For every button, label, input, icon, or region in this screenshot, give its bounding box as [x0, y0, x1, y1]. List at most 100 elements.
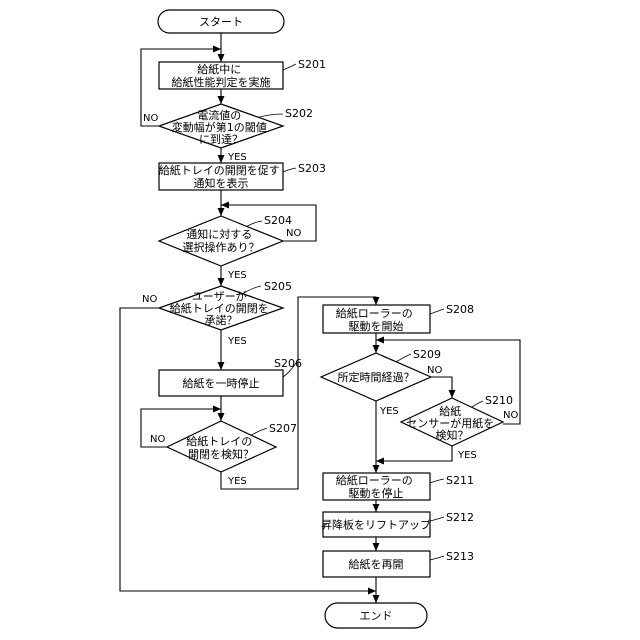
node-text-s210: 給紙 センサーが用紙を 検知？ [406, 404, 498, 442]
arrowhead [218, 208, 225, 216]
node-line: に到達？ [199, 133, 243, 146]
step-s205: ユーザーが 給紙トレイの開閉を 承諾？ S205 NO YES [142, 280, 292, 347]
arrowhead [376, 458, 384, 465]
node-text-s202: 電流値の 変動幅が第1の閾値 に到達？ [172, 108, 271, 146]
arrowhead [221, 202, 229, 209]
step-label-s209: S209 [413, 348, 441, 361]
node-text-s204: 通知に対する 選択操作あり？ [183, 227, 260, 254]
node-line: 給紙ローラーの [336, 306, 413, 320]
branch-no-s204: NO [286, 228, 301, 239]
leader-s208 [430, 309, 444, 314]
node-line: 給紙トレイの開閉を [170, 301, 269, 315]
node-line: 承諾？ [205, 313, 238, 327]
node-line: 駆動を停止 [349, 486, 404, 500]
step-s202: 電流値の 変動幅が第1の閾値 に到達？ S202 NO YES [143, 104, 313, 163]
node-line: 通知を表示 [194, 176, 249, 190]
node-text-s206: 給紙を一時停止 [183, 376, 260, 390]
arrowhead [373, 595, 380, 603]
node-line: ユーザーが [192, 289, 247, 303]
branch-no-s207: NO [150, 434, 165, 445]
step-label-s206: S206 [274, 357, 302, 370]
node-line: 給紙 [439, 404, 461, 418]
step-s203: 給紙トレイの開閉を促す 通知を表示 S203 [159, 162, 326, 190]
branch-yes-s210: YES [457, 450, 477, 461]
node-line: 検知？ [436, 428, 469, 442]
step-label-s210: S210 [485, 394, 513, 407]
arrowhead [213, 46, 221, 53]
arrowhead [218, 413, 225, 421]
step-label-s213: S213 [446, 550, 474, 563]
arrowhead [213, 406, 221, 413]
end-label: エンド [360, 610, 393, 623]
leader-s211 [430, 479, 444, 483]
step-s201: 給紙中に 給紙性能判定を実施 S201 [159, 58, 326, 89]
arrowhead [368, 588, 376, 595]
arrowhead [218, 362, 225, 370]
node-line: 通知に対する [186, 227, 252, 241]
step-s210: 給紙 センサーが用紙を 検知？ S210 NO YES [401, 394, 518, 461]
step-label-s207: S207 [269, 422, 297, 435]
node-line: センサーが用紙を [406, 416, 494, 430]
step-s208: 給紙ローラーの 駆動を開始 S208 [323, 303, 474, 333]
node-text-s213: 給紙を再開 [349, 557, 404, 571]
arrowhead [449, 390, 456, 398]
step-s206: 給紙を一時停止 S206 [159, 357, 302, 396]
node-line: 駆動を開始 [349, 319, 404, 333]
start-terminal: スタート [158, 10, 284, 33]
arrowhead [373, 504, 380, 512]
step-s207: 給紙トレイの 開閉を検知？ S207 NO YES [150, 421, 297, 487]
leader-s203 [283, 168, 296, 172]
node-line: 開閉を検知？ [188, 447, 254, 461]
step-label-s203: S203 [298, 162, 326, 175]
arrowhead [373, 297, 380, 305]
leader-s209 [396, 354, 411, 362]
branch-no-s209: NO [427, 365, 442, 376]
arrowhead [218, 155, 225, 163]
branch-yes-s209: YES [379, 406, 399, 417]
step-s204: 通知に対する 選択操作あり？ S204 NO YES [159, 214, 301, 281]
node-line: 給紙中に [197, 62, 241, 76]
node-text-s212: 昇降板をリフトアップ [321, 518, 431, 532]
step-label-s208: S208 [446, 303, 474, 316]
leader-s212 [430, 517, 444, 521]
branch-yes-s204: YES [227, 270, 247, 281]
node-line: 電流値の [197, 108, 241, 122]
arrowhead [218, 278, 225, 286]
arrowhead [373, 345, 380, 353]
step-label-s202: S202 [285, 107, 313, 120]
start-label: スタート [199, 16, 243, 29]
node-line: 給紙性能判定を実施 [172, 75, 271, 89]
step-label-s204: S204 [264, 214, 292, 227]
leader-s201 [283, 64, 296, 70]
step-label-s212: S212 [446, 511, 474, 524]
connector-s210-yes-merge [376, 446, 452, 461]
branch-yes-s205: YES [227, 336, 247, 347]
branch-no-s205: NO [142, 294, 157, 305]
step-s209: 所定時間経過？ S209 NO YES [321, 348, 442, 417]
node-text-s207: 給紙トレイの 開閉を検知？ [186, 434, 256, 461]
branch-yes-s207: YES [227, 476, 247, 487]
step-s213: 給紙を再開 S213 [323, 550, 474, 577]
arrowhead [373, 465, 380, 473]
node-text-s209: 所定時間経過？ [338, 370, 415, 384]
step-label-s205: S205 [264, 280, 292, 293]
node-text-s205: ユーザーが 給紙トレイの開閉を 承諾？ [170, 289, 273, 327]
branch-no-s202: NO [143, 113, 158, 124]
end-terminal: エンド [325, 603, 427, 628]
step-label-s211: S211 [446, 474, 474, 487]
node-line: 給紙ローラーの [336, 473, 413, 487]
node-line: 選択操作あり？ [183, 240, 260, 254]
arrowhead [218, 96, 225, 104]
leader-s213 [430, 556, 444, 560]
node-line: 変動幅が第1の閾値 [172, 120, 267, 134]
arrowhead [218, 54, 225, 62]
node-line: 給紙トレイの開閉を促す [159, 163, 280, 177]
step-s211: 給紙ローラーの 駆動を停止 S211 [323, 473, 474, 500]
arrowhead [376, 337, 384, 344]
connector-s209-s210 [431, 377, 452, 398]
step-label-s201: S201 [298, 58, 326, 71]
step-s212: 昇降板をリフトアップ S212 [321, 511, 474, 537]
branch-no-s210: NO [503, 410, 518, 421]
branch-yes-s202: YES [227, 152, 247, 163]
